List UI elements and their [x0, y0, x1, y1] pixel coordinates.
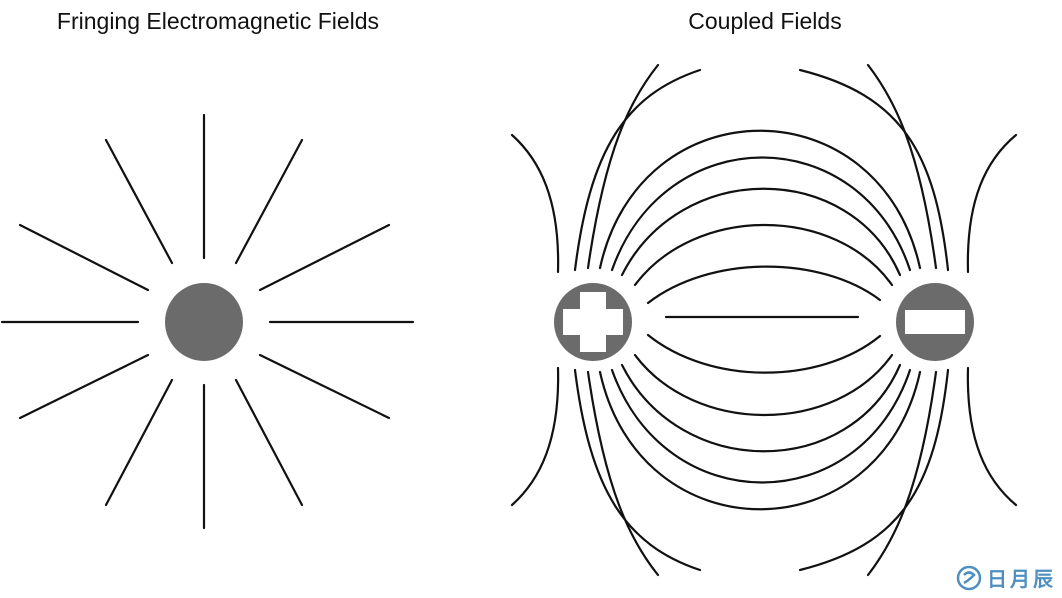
field-line-top-7b — [798, 68, 950, 272]
radial-line-right-upper — [258, 223, 391, 292]
watermark: 日月辰 — [955, 563, 1056, 592]
field-line-outer-bottom-left — [510, 366, 560, 507]
radial-line-upper-right — [234, 138, 304, 265]
single-charge — [165, 283, 243, 361]
field-line-top-6a — [586, 63, 660, 270]
radial-line-upper-left — [104, 138, 174, 265]
field-line-bottom-7b — [798, 368, 950, 572]
fringing-field-group — [0, 113, 415, 530]
field-line-outer-bottom-right — [966, 366, 1018, 507]
negative-charge — [896, 283, 974, 361]
radial-line-left-upper — [18, 223, 150, 292]
field-line-outer-top-right — [966, 133, 1018, 274]
field-line-top-6b — [866, 63, 938, 270]
minus-icon — [905, 310, 965, 334]
field-line-bottom-5 — [598, 370, 922, 511]
field-line-top-7a — [573, 68, 702, 272]
positive-charge — [554, 283, 632, 361]
watermark-text: 日月辰 — [987, 567, 1056, 591]
field-line-top-1 — [646, 265, 882, 305]
radial-line-lower-left — [104, 378, 174, 507]
circle-logo-icon — [956, 565, 982, 590]
field-line-outer-top-left — [510, 133, 560, 274]
field-line-bottom-4 — [610, 368, 912, 484]
field-line-bottom-7a — [573, 368, 702, 572]
plus-icon-vertical — [580, 292, 606, 352]
coupled-fields-title: Coupled Fields — [688, 8, 842, 34]
coupled-field-group — [510, 63, 1018, 577]
field-line-bottom-3 — [620, 363, 902, 453]
field-line-bottom-6b — [866, 370, 938, 577]
radial-line-left-lower — [18, 353, 150, 420]
field-line-top-3 — [620, 187, 902, 277]
field-line-bottom-2 — [633, 353, 894, 416]
field-line-top-4 — [610, 156, 912, 272]
field-line-bottom-6a — [586, 370, 660, 577]
radial-line-lower-right — [234, 378, 304, 507]
fringing-fields-title: Fringing Electromagnetic Fields — [56, 8, 380, 34]
field-line-bottom-1 — [646, 333, 882, 374]
field-line-top-2 — [633, 224, 894, 287]
radial-line-right-lower — [258, 353, 391, 420]
field-line-top-5 — [598, 129, 922, 270]
